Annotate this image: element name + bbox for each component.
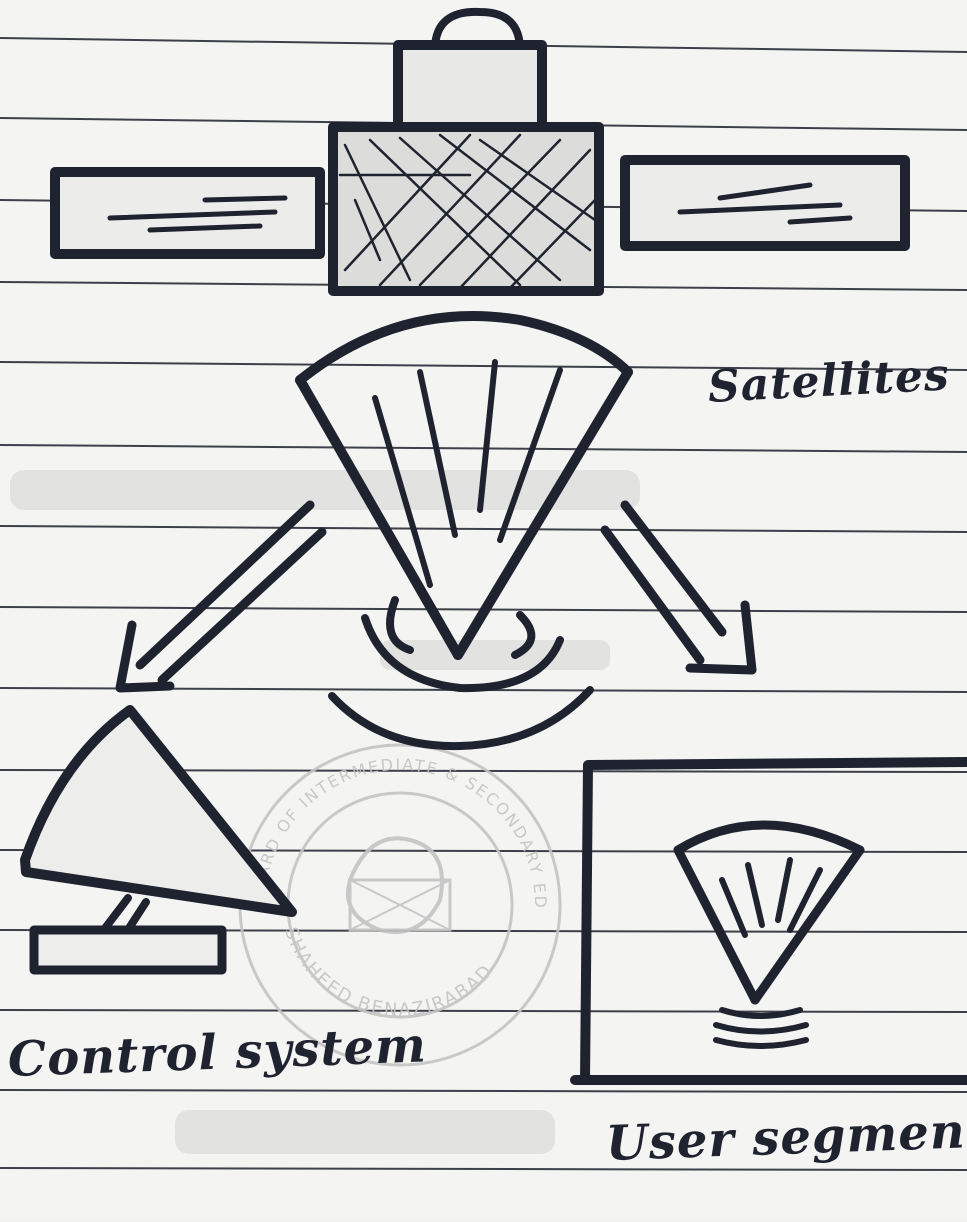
control-dish-base xyxy=(34,930,222,970)
satellite-top-module xyxy=(398,45,542,127)
rule-line xyxy=(0,526,967,532)
arrow-to-control-icon xyxy=(120,505,322,688)
rule-line xyxy=(0,1010,967,1012)
control-dish-body xyxy=(25,710,292,912)
solar-panel-right xyxy=(625,160,905,246)
user-dish-icon xyxy=(678,825,860,1046)
user-dish-right xyxy=(755,850,860,1000)
user-dish-rim xyxy=(678,825,860,850)
signal-waves-icon xyxy=(332,600,590,746)
user-signal-waves-icon xyxy=(716,1010,806,1046)
user-segment-box xyxy=(575,762,967,1080)
satellite-icon xyxy=(55,12,905,291)
stamp-bottom-text: SHAHEED BENAZIRABAD xyxy=(280,925,498,1021)
rule-line xyxy=(0,1168,967,1170)
rule-line xyxy=(0,1090,967,1092)
satellite-body xyxy=(333,127,599,291)
dish-rim xyxy=(300,316,628,380)
svg-text:SHAHEED BENAZIRABAD: SHAHEED BENAZIRABAD xyxy=(280,925,498,1021)
satellite-dish-icon xyxy=(300,316,628,746)
